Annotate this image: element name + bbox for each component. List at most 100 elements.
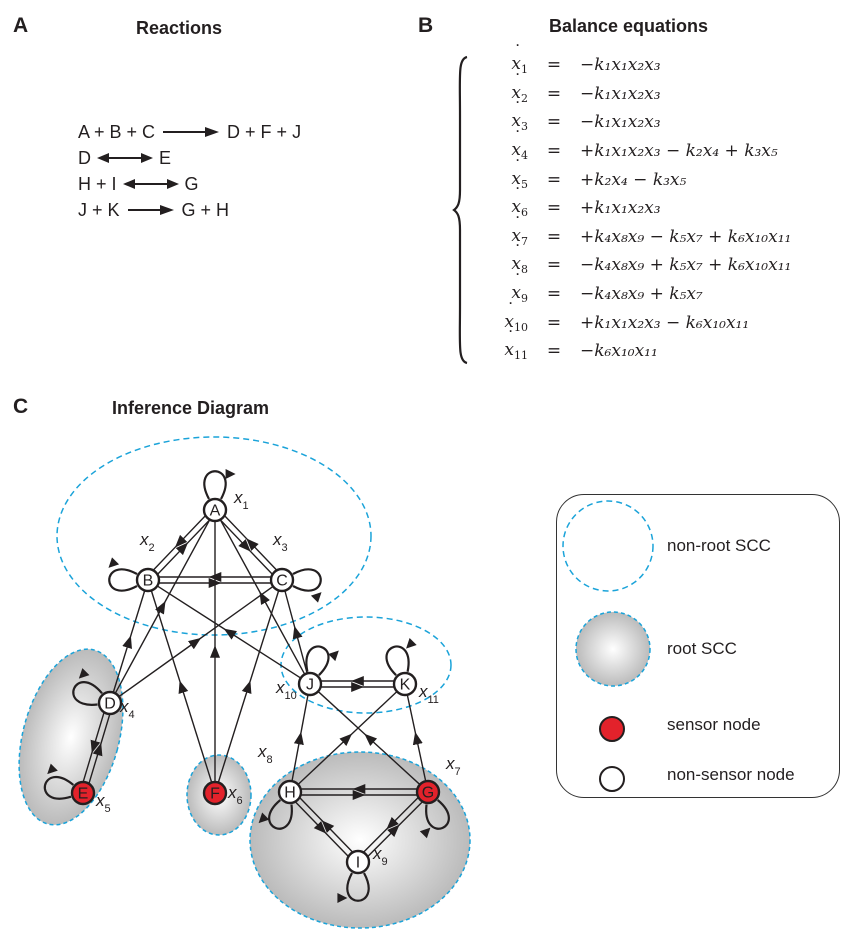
root-scc: [249, 751, 471, 929]
non-root-scc-symbol: [562, 500, 654, 592]
equation-rhs: −k₁x₁x₂x₃: [580, 83, 661, 104]
sensor-node-circle: [70, 780, 96, 806]
node-G: G: [415, 779, 441, 805]
reaction-4: J + K G + H: [78, 197, 301, 223]
equation-row: x˙4=+k₁x₁x₂x₃ − k₂x₄ + k₃x₅: [480, 128, 791, 166]
legend-label-non-sensor-node: non-sensor node: [667, 765, 795, 784]
equation-lhs: x˙1: [511, 42, 528, 77]
node-F: F: [202, 780, 228, 806]
edge-J-C: [284, 590, 308, 674]
reaction-rhs: G + H: [181, 200, 230, 220]
node-label: K: [400, 677, 411, 694]
equation-rhs: +k₁x₁x₂x₃ − k₆x₁₀x₁₁: [580, 312, 750, 333]
node-label: F: [210, 786, 220, 803]
equation-row: x˙1 = −k₁x₁x₂x₃: [480, 42, 791, 80]
equation-row: x˙8=−k₄x₈x₉ + k₅x₇ + k₆x₁₀x₁₁: [480, 242, 792, 280]
loop-arrow-icon: [406, 637, 417, 649]
equation-row: x˙2=−k₁x₁x₂x₃: [480, 70, 791, 109]
equation-lhs: x˙6: [511, 185, 528, 220]
non-sensor-node-circle: [269, 567, 295, 593]
loop-arrow-icon: [108, 557, 120, 568]
equation-row: x˙9=−k₄x₈x₉ + k₅x₇: [480, 271, 791, 309]
self-loop-A: [203, 470, 227, 500]
variable-label: x9: [373, 844, 388, 868]
self-loop-C: [292, 568, 322, 592]
equals-sign: =: [546, 55, 562, 76]
node-B: B: [135, 567, 161, 593]
non-sensor-node-circle: [135, 567, 161, 593]
equals-sign: =: [546, 312, 562, 333]
edge-J-B: [156, 585, 302, 679]
edge-G-J: [317, 690, 421, 786]
self-loop-D: [72, 681, 103, 706]
equation-lhs: x˙5: [511, 156, 528, 191]
loop-arrow-icon: [419, 827, 431, 839]
variable-label: x5: [96, 791, 111, 815]
variable-label: x6: [228, 783, 243, 807]
equation-rhs: −k₆x₁₀x₁₁: [580, 341, 658, 362]
equals-sign: =: [546, 141, 562, 162]
loop-arrow-icon: [47, 763, 58, 775]
loop-arrow-icon: [258, 812, 270, 824]
reversible-arrow-icon: [97, 153, 153, 163]
node-label: D: [104, 696, 116, 713]
equals-sign: =: [546, 341, 562, 362]
edge-E-D: [88, 714, 111, 784]
left-brace-icon: [452, 55, 468, 365]
non-root-scc: [56, 436, 372, 636]
non-sensor-node-circle: [392, 671, 418, 697]
variable-label: x10: [276, 678, 297, 702]
root-scc-symbol: [575, 611, 651, 687]
node-J: J: [297, 671, 323, 697]
equals-sign: =: [546, 169, 562, 190]
sensor-node-symbol: [599, 716, 625, 742]
legend-label-root-scc: root SCC: [667, 639, 737, 658]
node-K: K: [392, 671, 418, 697]
non-sensor-node-circle: [97, 690, 123, 716]
equation-rhs: −k₄x₈x₉ + k₅x₇ + k₆x₁₀x₁₁: [580, 255, 792, 276]
variable-label: x1: [234, 488, 249, 512]
equation-lhs: x˙11: [504, 328, 528, 363]
node-C: C: [269, 567, 295, 593]
non-sensor-node-circle: [202, 497, 228, 523]
equals-sign: =: [546, 226, 562, 247]
edge-D-A: [114, 519, 211, 694]
legend-label-sensor-node: sensor node: [667, 715, 761, 734]
reaction-rhs: E: [159, 148, 172, 168]
equals-sign: =: [546, 198, 562, 219]
node-E: E: [70, 780, 96, 806]
self-loop-K: [385, 645, 410, 676]
edge-H-J: [291, 694, 309, 782]
edge-J-A: [219, 519, 306, 675]
panel-letter-b: B: [418, 14, 434, 37]
legend: non-root SCC root SCC sensor node non-se…: [556, 494, 840, 798]
equation-rhs: −k₁x₁x₂x₃: [580, 55, 661, 76]
equation-row: x˙10=+k₁x₁x₂x₃ − k₆x₁₀x₁₁: [480, 300, 791, 337]
equation-rhs: +k₂x₄ − k₃x₅: [580, 169, 687, 190]
edge-F-B: [150, 590, 213, 783]
node-A: A: [202, 497, 228, 523]
node-label: A: [210, 503, 221, 520]
reaction-3: H + I G: [78, 171, 301, 197]
equation-row: x˙5 = +k₂x₄ − k₃x₅: [480, 156, 791, 194]
equation-rhs: +k₄x₈x₉ − k₅x₇ + k₆x₁₀x₁₁: [580, 226, 792, 247]
equation-lhs: x˙2: [511, 70, 528, 105]
variable-label: x4: [120, 697, 135, 721]
equation-lhs: x˙4: [511, 128, 528, 163]
loop-arrow-icon: [225, 469, 236, 479]
equation-rhs: −k₄x₈x₉ + k₅x₇: [580, 284, 703, 305]
equation-lhs: x˙7: [511, 213, 528, 248]
sensor-node-circle: [202, 780, 228, 806]
loop-arrow-icon: [328, 650, 339, 662]
variable-label: x11: [419, 682, 439, 706]
self-loop-E: [43, 776, 75, 800]
loop-arrow-icon: [78, 668, 90, 679]
reaction-lhs: D: [78, 148, 91, 168]
equation-rhs: +k₁x₁x₂x₃: [580, 198, 661, 219]
equation-row: x˙3=−k₁x₁x₂x₃: [480, 99, 791, 137]
forward-arrow-icon: [163, 127, 220, 137]
root-scc: [18, 648, 124, 826]
edge-D-B: [112, 590, 146, 693]
edge-I-H: [299, 797, 353, 853]
